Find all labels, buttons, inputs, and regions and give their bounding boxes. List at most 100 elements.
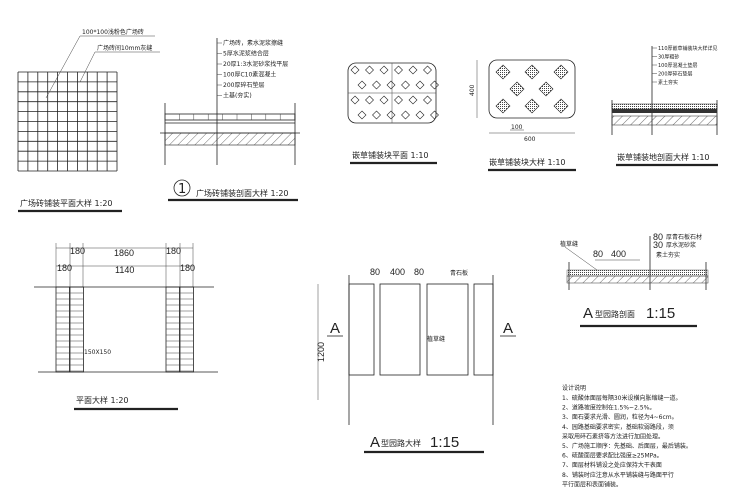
layer-label: 110厚嵌草铺装块大样详见: [658, 45, 718, 52]
grass-hole: [430, 80, 439, 90]
layer-label: 20厚1:3水泥砂浆找平层: [223, 60, 288, 68]
stone-slab: [348, 283, 375, 376]
dim-1200: 1200: [316, 342, 326, 362]
grass-hole: [408, 95, 418, 105]
grass-hole: [365, 65, 374, 75]
grass-hole: [415, 110, 425, 120]
grass-hole: [509, 81, 525, 97]
tile-grid: [17, 71, 118, 172]
note-item: 采取用碎石素挤等方法进行加固处理。: [562, 432, 664, 440]
section-title: 型园路剖面: [595, 309, 635, 319]
layer-label: 30厚粗砂: [658, 54, 679, 61]
path-a-scale: 1:15: [430, 434, 459, 451]
grass-hole: [401, 110, 410, 120]
section-number: 1: [178, 182, 186, 197]
note-item: 平行面层和表面铺装。: [562, 480, 622, 488]
grass-section: 110厚嵌草铺装块大样详见30厚粗砂100厚混凝土垫层200厚碎石垫层素土夯实 …: [611, 45, 718, 167]
paving-plan-title: 广场砖铺装平面大样 1:20: [20, 198, 113, 208]
dim-1140: 1140: [115, 265, 134, 275]
grass-hole: [365, 95, 374, 105]
grass-plan-title: 嵌草铺装块平面 1:10: [352, 150, 429, 160]
dim-180: 180: [180, 263, 195, 273]
dim-400: 400: [390, 267, 405, 277]
note-item: 1、硫酸体面层每隔30米设横向胀缩缝一道。: [562, 394, 681, 402]
layer-label: 素土夯实: [658, 79, 678, 86]
grass-hole: [372, 80, 381, 90]
layer-80-text: 厚青石板石材: [666, 233, 702, 241]
note-item: 5、广场施工顺序：先基础、后面层，最后铺装。: [562, 442, 692, 450]
path-a-detail: 1200 80 400 80 A A 青石板 植草缝 A 型园路大样 1:15: [316, 267, 516, 454]
path-a-title: 型园路大样: [381, 438, 421, 448]
layer-label: 广场砖，素水泥浆擦缝: [223, 39, 283, 47]
grass-hole: [357, 80, 367, 90]
stone-label: 青石板: [450, 269, 468, 277]
grass-hole: [538, 81, 554, 97]
note-item: 6、硫酸面层要求配比强度≥25MPa。: [562, 452, 663, 460]
paving-plan: 100*100浅粉色广场砖 广场砖间10mm灰缝 广场砖铺装平面大样 1:20: [17, 28, 160, 213]
grass-section-title: 嵌草铺装地剖面大样 1:10: [617, 152, 710, 162]
grass-hole: [423, 65, 432, 75]
wall-brick-column: [179, 286, 194, 373]
grass-label: 植草缝: [427, 335, 445, 343]
section-title-prefix: A: [583, 305, 593, 322]
section-mark-right: A: [503, 320, 513, 337]
grass-hole: [415, 80, 425, 90]
grass-hole: [386, 80, 396, 90]
mid-label: 150X150: [84, 349, 111, 356]
edge-label: 植草缝: [560, 240, 578, 248]
wall-brick-column: [55, 286, 70, 373]
layer-label: 200厚碎石垫层: [658, 71, 693, 78]
grass-hole: [379, 95, 389, 105]
section-scale: 1:15: [646, 305, 675, 322]
grass-hole: [401, 80, 410, 90]
dim-1860: 1860: [114, 248, 134, 258]
grass-hole: [495, 98, 511, 114]
grass-block-plan: 嵌草铺装块平面 1:10: [347, 62, 439, 165]
stone-slab: [379, 283, 421, 376]
joint-label: 广场砖间10mm灰缝: [97, 44, 152, 52]
path-a-title-prefix: A: [370, 434, 380, 451]
grass-hole: [423, 95, 432, 105]
dim-100: 100: [511, 124, 523, 131]
grass-hole: [394, 95, 403, 105]
dim-80: 80: [593, 249, 603, 259]
plan-detail: 1860 1140 180 180 180 180 150X150 平面大样 1…: [34, 243, 218, 411]
notes-heading: 设计说明: [562, 384, 586, 392]
dim-180: 180: [57, 263, 72, 273]
grass-hole: [386, 110, 396, 120]
grass-hole: [495, 64, 511, 80]
layer-30-text: 厚水泥砂浆: [666, 241, 696, 249]
grass-hole: [379, 65, 389, 75]
dim-80: 80: [370, 267, 380, 277]
dim-180: 180: [166, 246, 181, 256]
layer-label: 100厚C10素混凝土: [223, 71, 276, 79]
note-item: 7、面层材料铺设之处应保持大干表面: [562, 461, 662, 469]
dim-600: 600: [524, 136, 536, 143]
paving-section-title: 广场砖铺装剖面大样 1:20: [196, 188, 289, 198]
layer-30: 30: [653, 240, 663, 250]
grass-hole: [372, 110, 381, 120]
grass-hole: [350, 65, 360, 75]
grass-hole: [553, 98, 569, 114]
layer-soil: 素土夯实: [656, 251, 680, 259]
design-notes: 设计说明 1、硫酸体面层每隔30米设横向胀缩缝一道。 2、道路坡度控制在1.5%~…: [562, 384, 692, 488]
plan-detail-title: 平面大样 1:20: [76, 395, 129, 405]
dim-400: 400: [469, 84, 476, 96]
tile-label: 100*100浅粉色广场砖: [82, 28, 144, 36]
grass-hole: [430, 110, 439, 120]
grass-hole: [408, 65, 418, 75]
note-item: 2、道路坡度控制在1.5%~2.5%。: [562, 404, 655, 412]
section-mark-left: A: [330, 320, 340, 337]
path-a-section: 植草缝 80 400 80 厚青石板石材 30 厚水泥砂浆 素土夯实 A 型园路…: [560, 232, 709, 328]
paving-section: 广场砖，素水泥浆擦缝5厚水泥浆结合层20厚1:3水泥砂浆找平层100厚C10素混…: [160, 38, 300, 202]
dim-400: 400: [611, 249, 626, 259]
wall-brick-column: [69, 286, 84, 373]
layer-label: 100厚混凝土垫层: [658, 62, 698, 69]
grass-hole: [553, 64, 569, 80]
layer-label: 200厚碎石垫层: [223, 81, 264, 89]
grass-hole: [524, 64, 540, 80]
stone-slab: [426, 283, 469, 376]
grass-hole: [524, 98, 540, 114]
dim-180: 180: [70, 246, 85, 256]
